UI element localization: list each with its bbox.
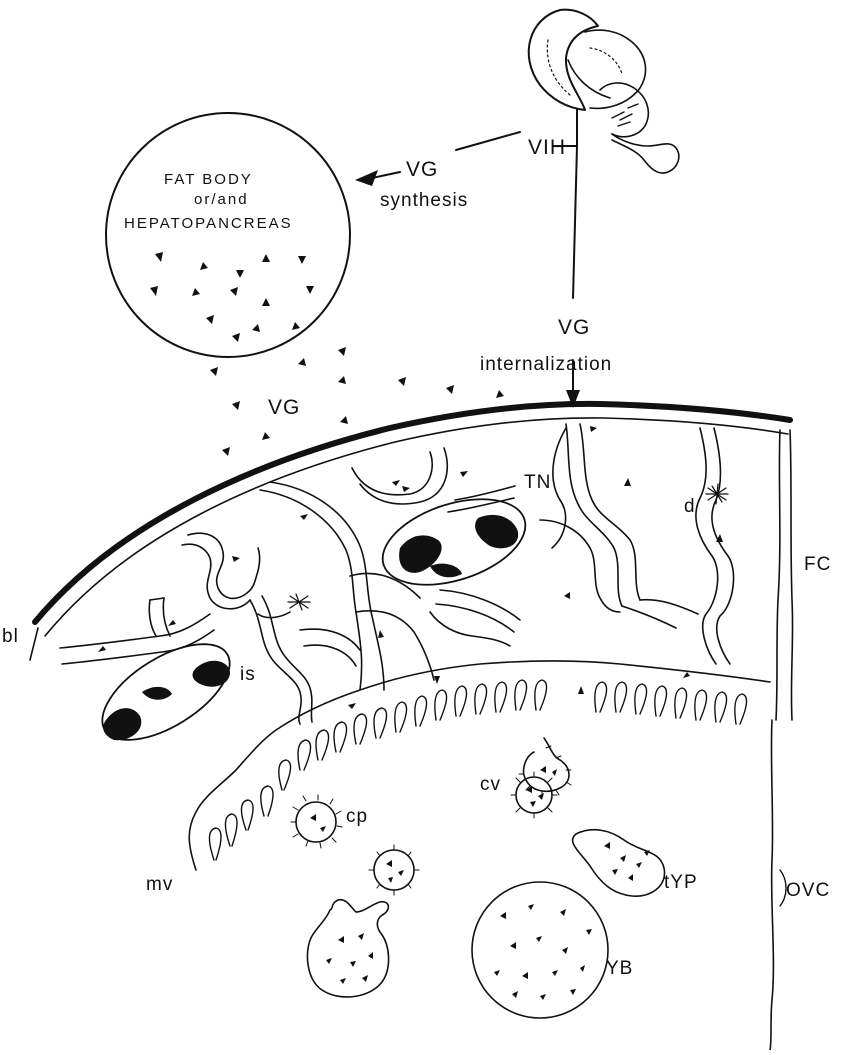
desmosome-is: [288, 594, 310, 610]
follicle-nucleus-2: [87, 625, 245, 759]
typ-label: tYP: [664, 872, 698, 893]
is-label: is: [240, 664, 256, 685]
coated-vesicle-2: [519, 738, 571, 797]
follicle-cells: [60, 424, 793, 724]
vg-internalization-vg: VG: [558, 316, 590, 339]
vg-synthesis-word: synthesis: [380, 190, 468, 211]
desmosome-d: [706, 484, 728, 504]
fat-body-or-and: or/and: [194, 191, 249, 208]
transitional-yolk-particle: [573, 830, 665, 896]
oocyte-envelope: [30, 404, 790, 660]
yb-label: YB: [606, 958, 633, 979]
vg-hemolymph-label: VG: [268, 396, 300, 419]
vg-synthesis-vg: VG: [406, 158, 438, 181]
cv-label: cv: [480, 774, 501, 795]
tn-label: TN: [524, 472, 551, 493]
oocyte-right-edge: [770, 720, 786, 1050]
follicle-nucleus-1: [372, 483, 536, 601]
fat-body-circle: [106, 113, 350, 357]
endosome: [307, 900, 388, 997]
coated-pit: [291, 795, 342, 848]
vg-internalization-word: internalization: [480, 354, 612, 375]
coated-vesicle-1: [511, 772, 557, 818]
fat-body-title: FAT BODY: [164, 171, 253, 188]
bl-label: bl: [2, 626, 19, 647]
ovc-label: OVC: [786, 880, 830, 901]
coated-vesicle-3: [369, 845, 419, 895]
fc-label: FC: [804, 554, 831, 575]
oocyte-microvilli-border: [189, 661, 770, 870]
yolk-body: [472, 882, 608, 1018]
basal-lamina: [35, 404, 790, 622]
fat-body-hepatopancreas: HEPATOPANCREAS: [124, 215, 293, 232]
vih-label: VIH: [528, 136, 566, 159]
cp-label: cp: [346, 806, 368, 827]
d-label: d: [684, 496, 696, 517]
mv-label: mv: [146, 874, 173, 895]
